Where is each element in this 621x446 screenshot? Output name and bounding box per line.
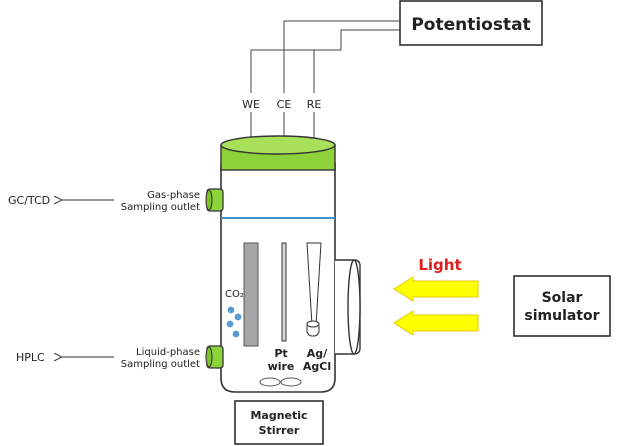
hplc-label: HPLC [16, 351, 45, 364]
agcl-label-line1: Ag/ [307, 347, 328, 360]
liquid-outlet-label-line1: Liquid-phase [136, 347, 200, 358]
agcl-label-line2: AgCl [303, 360, 331, 373]
magnetic-stirrer-label-line1: Magnetic [250, 409, 307, 422]
solar-simulator-box [513, 275, 611, 337]
cell-cap-top [220, 135, 336, 155]
we-label: WE [242, 98, 260, 111]
light-arrow-lower [393, 310, 479, 336]
liquid-outlet-label-line2: Sampling outlet [121, 359, 200, 370]
solar-simulator-label-line1: Solar [542, 290, 583, 306]
pt-label-line1: Pt [274, 347, 287, 360]
stir-bar-icon [259, 377, 302, 387]
gas-outlet-label-line1: Gas-phase [147, 190, 200, 201]
ce-label: CE [277, 98, 292, 111]
co2-bubbles [226, 306, 242, 338]
light-arrow-upper [393, 276, 479, 302]
re-label: RE [307, 98, 322, 111]
co2-label: CO₂ [225, 289, 244, 300]
potentiostat-label: Potentiostat [411, 15, 530, 35]
working-electrode [243, 242, 259, 347]
magnetic-stirrer-box [234, 400, 324, 445]
gc-tcd-label: GC/TCD [8, 194, 50, 207]
light-label: Light [418, 256, 461, 274]
solar-simulator-label-line2: simulator [524, 308, 599, 324]
pt-wire-electrode [281, 242, 287, 342]
pt-label-line2: wire [268, 360, 295, 373]
magnetic-stirrer-label-line2: Stirrer [259, 424, 300, 437]
potentiostat-box [399, 0, 543, 46]
gas-outlet-label-line2: Sampling outlet [121, 202, 200, 213]
